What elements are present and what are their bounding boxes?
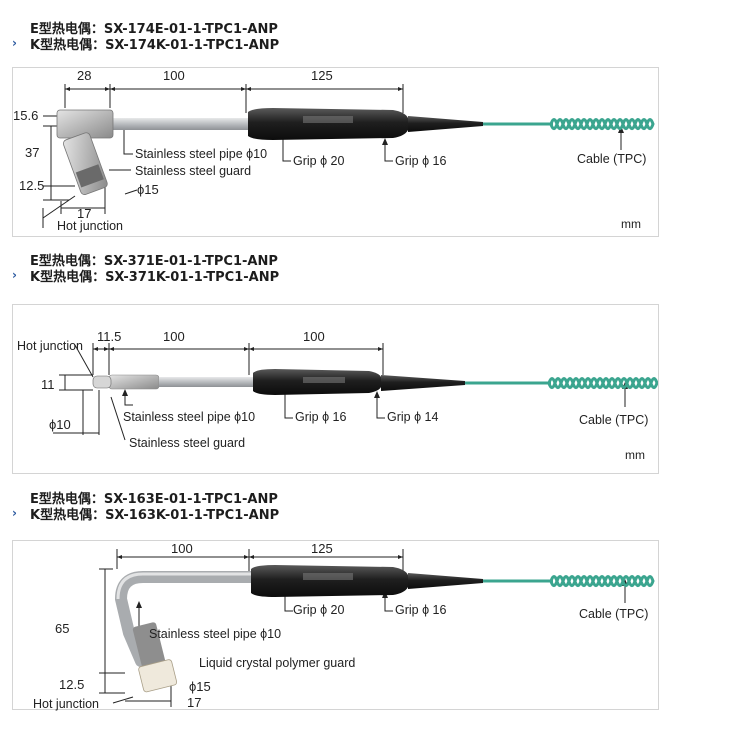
grip-main <box>251 565 408 597</box>
unit-label: mm <box>621 217 641 231</box>
lcp-guard <box>138 659 178 693</box>
label-grip-2: Grip ϕ 16 <box>395 603 447 617</box>
steel-pipe <box>159 377 255 387</box>
dim-label: 11.5 <box>97 329 122 344</box>
label-hot-junction: Hot junction <box>17 339 84 353</box>
dim-label: 12.5 <box>19 178 45 193</box>
diagram-panel: 100 125 65 12.5 ϕ15 17 Stainless steel p… <box>12 540 659 711</box>
label-grip-1: Grip ϕ 20 <box>293 154 345 168</box>
steel-guard <box>108 374 160 390</box>
dim-label: 17 <box>77 206 92 221</box>
dim-label: 125 <box>311 541 333 556</box>
probe-tip <box>92 375 112 389</box>
label-pipe: Stainless steel pipe ϕ10 <box>123 410 256 424</box>
dim-label: 11 <box>41 377 55 392</box>
cable-coil <box>547 377 658 390</box>
label-guard: Stainless steel guard <box>129 436 246 450</box>
label-grip-1: Grip ϕ 20 <box>293 603 345 617</box>
dim-label: ϕ15 <box>189 679 211 694</box>
diagram-panel: 28 100 125 15.6 37 12.5 17 ϕ15 Stainless… <box>12 67 659 237</box>
dim-label: ϕ15 <box>137 182 159 197</box>
label-cable: Cable (TPC) <box>579 413 649 427</box>
thermocouple-drawing <box>99 549 655 707</box>
label-cable: Cable (TPC) <box>579 607 649 621</box>
grip-tail <box>381 375 465 391</box>
grip-tail <box>408 573 483 589</box>
dim-label: 65 <box>55 621 70 636</box>
dim-label: 100 <box>171 541 193 556</box>
label-guard: Liquid crystal polymer guard <box>199 656 356 670</box>
label-cable: Cable (TPC) <box>577 152 647 166</box>
unit-label: mm <box>625 448 645 462</box>
dim-label: 28 <box>77 68 92 83</box>
dim-label: 100 <box>303 329 325 344</box>
dim-label: 12.5 <box>59 677 85 692</box>
grip-main <box>248 108 408 140</box>
diagram-panel: Hot junction 11.5 100 100 11 ϕ10 Stainle… <box>12 304 659 474</box>
label-guard: Stainless steel guard <box>135 164 252 178</box>
steel-pipe <box>114 571 259 667</box>
label-hot-junction: Hot junction <box>57 219 124 233</box>
label-grip-2: Grip ϕ 16 <box>395 154 447 168</box>
model-title-e: E型热电偶：SX-174E-01-1-TPC1-ANP <box>30 22 278 37</box>
label-pipe: Stainless steel pipe ϕ10 <box>149 627 282 641</box>
grip-tail <box>408 116 483 132</box>
label-hot-junction: Hot junction <box>33 697 100 711</box>
dim-label: 100 <box>163 68 185 83</box>
model-title-k: K型热电偶：SX-174K-01-1-TPC1-ANP <box>30 38 280 53</box>
label-grip-1: Grip ϕ 16 <box>295 410 347 424</box>
label-grip-2: Grip ϕ 14 <box>387 410 439 424</box>
chevron-right-icon: › <box>12 506 17 520</box>
chevron-right-icon: › <box>12 36 17 50</box>
dim-label: ϕ10 <box>49 417 71 432</box>
cable-coil <box>549 118 655 131</box>
model-title-e: E型热电偶：SX-163E-01-1-TPC1-ANP <box>30 492 278 507</box>
label-pipe: Stainless steel pipe ϕ10 <box>135 147 268 161</box>
model-title-k: K型热电偶：SX-163K-01-1-TPC1-ANP <box>30 508 280 523</box>
dim-label: 100 <box>163 329 185 344</box>
dim-label: 37 <box>25 145 40 160</box>
guard-body <box>132 622 166 670</box>
dim-label: 15.6 <box>13 108 39 123</box>
chevron-right-icon: › <box>12 268 17 282</box>
thermocouple-drawing <box>53 343 658 441</box>
thermocouple-drawing <box>42 84 655 228</box>
model-title-e: E型热电偶：SX-371E-01-1-TPC1-ANP <box>30 254 278 269</box>
model-title-k: K型热电偶：SX-371K-01-1-TPC1-ANP <box>30 270 280 285</box>
dim-label: 125 <box>311 68 333 83</box>
steel-pipe <box>108 118 248 130</box>
dim-label: 17 <box>187 695 202 710</box>
cable-coil <box>549 575 655 588</box>
